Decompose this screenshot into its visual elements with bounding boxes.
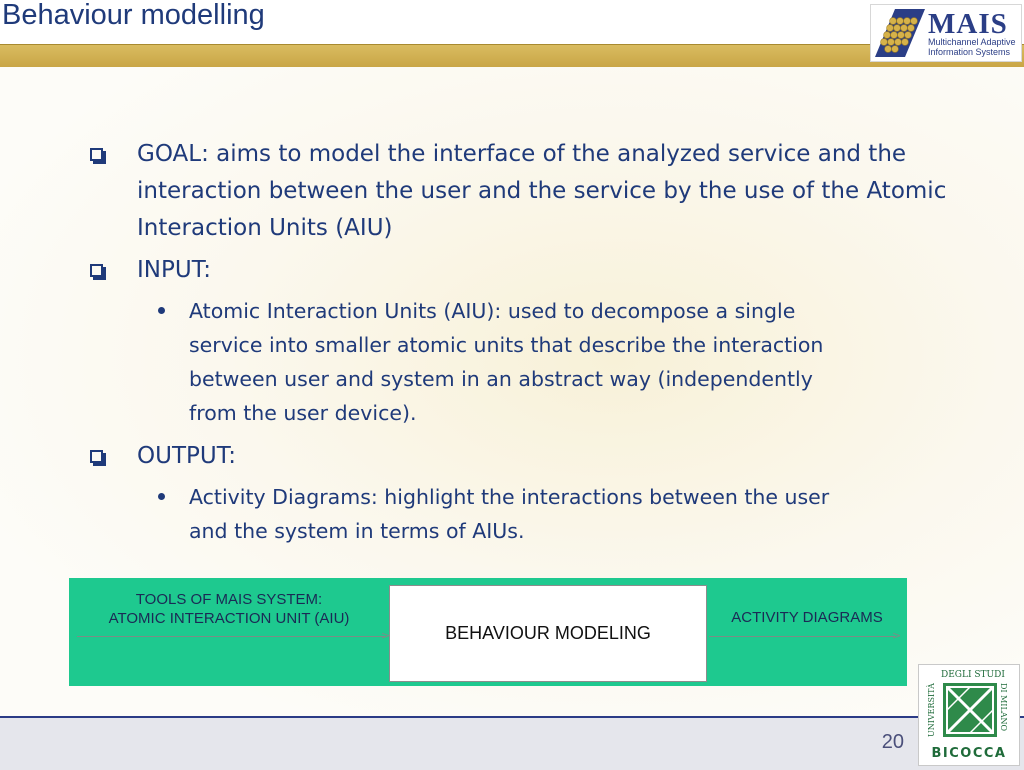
slide-footer: 20 (0, 716, 1024, 770)
header-band (0, 44, 1024, 67)
university-seal: DEGLI STUDI UNIVERSITÀ DI MILANO BICOCCA (918, 664, 1020, 766)
sub-bullet-output-text: Activity Diagrams: highlight the interac… (189, 485, 830, 543)
seal-text-top: DEGLI STUDI (941, 670, 1005, 680)
dot-bullet-icon (158, 493, 165, 500)
diagram-output-label: ACTIVITY DIAGRAMS (731, 609, 883, 626)
seal-text-left: UNIVERSITÀ (927, 683, 936, 737)
mais-logo: MAIS Multichannel Adaptive Information S… (870, 4, 1022, 62)
sub-bullet-input-text: Atomic Interaction Units (AIU): used to … (189, 299, 824, 425)
bullet-output: OUTPUT: (88, 438, 948, 475)
page-number: 20 (881, 731, 904, 753)
input-arrow-head-icon: > (381, 629, 391, 642)
diagram-process-label: BEHAVIOUR MODELING (445, 623, 651, 643)
diagram-input-line1: TOOLS OF MAIS SYSTEM: (135, 591, 323, 608)
diagram-input-line2: ATOMIC INTERACTION UNIT (AIU) (108, 610, 350, 627)
logo-subtitle-line2: Information Systems (928, 47, 1011, 57)
bullet-input: INPUT: (88, 252, 948, 289)
logo-subtitle: Multichannel Adaptive Information System… (928, 37, 1016, 57)
sub-bullet-output: Activity Diagrams: highlight the interac… (88, 480, 849, 548)
input-arrow-line (77, 636, 385, 637)
bullet-input-text: INPUT: (137, 257, 211, 283)
output-arrow-head-icon: > (892, 629, 902, 642)
logo-subtitle-line1: Multichannel Adaptive (928, 37, 1016, 47)
seal-text-right: DI MILANO (999, 683, 1008, 732)
bicocca-seal-icon: DEGLI STUDI UNIVERSITÀ DI MILANO BICOCCA (927, 670, 1008, 761)
bullet-output-text: OUTPUT: (137, 443, 236, 469)
diagram-process-box: BEHAVIOUR MODELING (389, 585, 707, 682)
output-arrow-line (709, 636, 895, 637)
slide-title: Behaviour modelling (2, 0, 265, 31)
bullet-list: GOAL: aims to model the interface of the… (88, 136, 948, 556)
process-diagram: TOOLS OF MAIS SYSTEM: ATOMIC INTERACTION… (69, 578, 907, 686)
checkbox-bullet-icon (90, 148, 103, 161)
checkbox-bullet-icon (90, 450, 103, 463)
logo-wordmark: MAIS (928, 8, 1008, 40)
dot-bullet-icon (158, 307, 165, 314)
honeycomb-logo-icon (875, 9, 925, 57)
sub-bullet-input: Atomic Interaction Units (AIU): used to … (88, 294, 849, 430)
diagram-input-label: TOOLS OF MAIS SYSTEM: ATOMIC INTERACTION… (69, 590, 389, 628)
checkbox-bullet-icon (90, 264, 103, 277)
seal-text-bottom: BICOCCA (932, 746, 1007, 761)
bullet-goal-text: GOAL: aims to model the interface of the… (137, 141, 947, 241)
title-bar: Behaviour modelling (0, 0, 1024, 44)
bullet-goal: GOAL: aims to model the interface of the… (88, 136, 948, 247)
